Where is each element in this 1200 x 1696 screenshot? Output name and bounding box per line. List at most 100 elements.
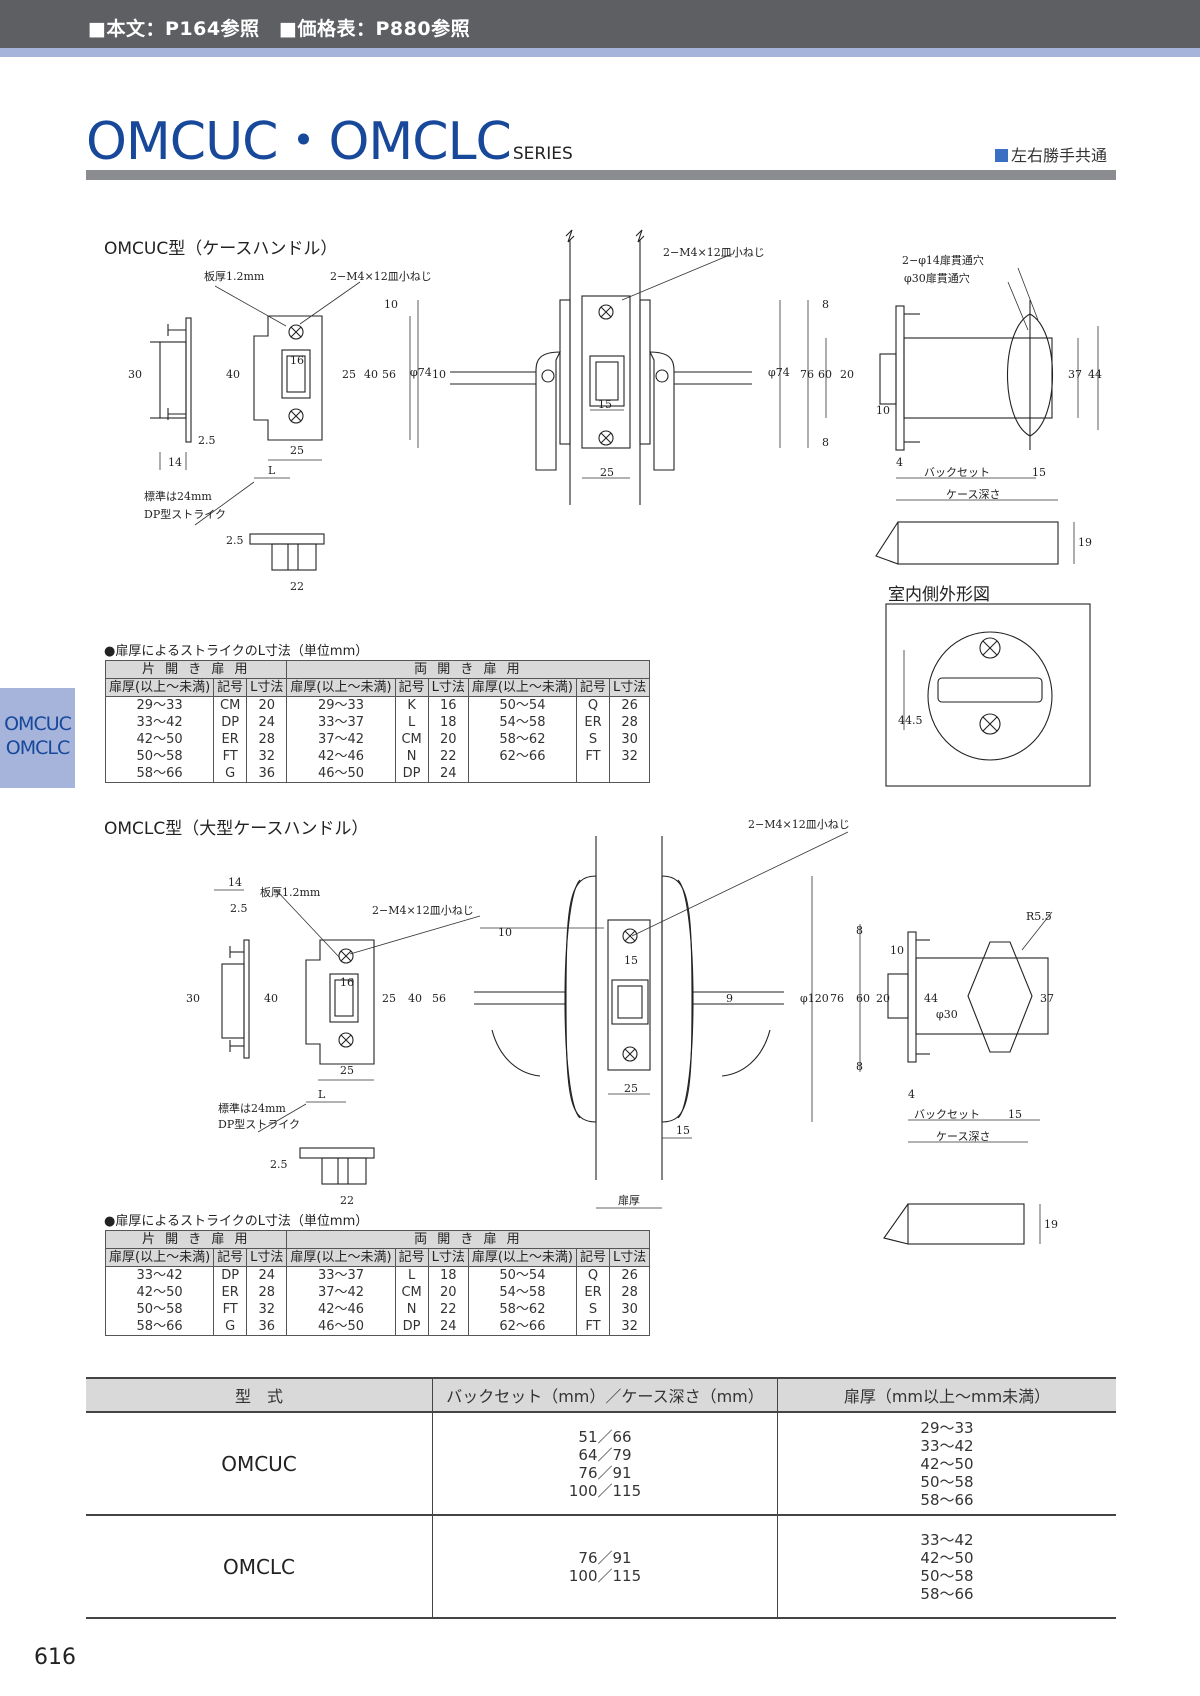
dim-backset: バックセット [914,1108,980,1121]
table-cell: 18 [427,714,469,731]
col-code: 記号 [394,678,429,697]
table-cell: 54〜58 [467,1284,578,1301]
table-cell: 62〜66 [467,748,578,765]
group-single: 片 開 き 扉 用 [104,1230,288,1249]
spec-thickness-value: 33〜42 [920,1530,974,1549]
dim-phi120: φ120 [800,992,829,1005]
table-cell: L [394,1266,429,1284]
dim-9: 9 [726,992,733,1005]
table-cell: 46〜50 [286,1318,396,1336]
omcuc-latch-side-view [150,317,192,443]
spec-backset-value: 76／91 [578,1463,632,1482]
omcuc-handle-front-view [450,229,752,505]
col-thickness: 扉厚(以上〜未満) [286,678,396,697]
dim-10: 10 [498,926,512,939]
dim-phi74-right: φ74 [768,366,790,379]
table-cell: 24 [427,1318,469,1336]
table-cell: 20 [427,731,469,748]
omclc-table-caption: ●扉厚によるストライクのL寸法（単位mm） [104,1214,369,1229]
dim-25: 25 [382,992,396,1005]
table-cell: 29〜33 [286,696,396,714]
table-cell: 22 [427,748,469,765]
table-cell: 32 [246,1301,288,1318]
col-thickness: 扉厚(以上〜未満) [467,678,578,697]
omcuc-dimension-labels: 板厚1.2mm 2−M4×12皿小ねじ 2−M4×12皿小ねじ 2−φ14扉貫通… [128,246,1102,727]
dim-14: 14 [168,456,182,469]
table-cell: 42〜50 [104,1284,215,1301]
omcuc-interior-outline [885,603,1091,787]
dim-16: 16 [290,354,304,367]
dim-8b: 8 [856,1060,863,1073]
table-cell: DP [213,714,248,731]
omcuc-top-view [875,521,1059,565]
header-reference-text: ■本文：P164参照 ■価格表：P880参照 [88,18,471,40]
dim-15b: 15 [676,1124,690,1137]
group-double: 両 開 き 扉 用 [286,1230,651,1249]
dim-phi74: φ74 [410,366,432,379]
group-double: 両 開 き 扉 用 [286,660,651,679]
table-cell: 20 [246,696,288,714]
dim-44: 44 [924,992,938,1005]
omclc-handle-front-view [474,836,784,1180]
table-cell: 33〜42 [104,714,215,731]
dim-standard: 標準は24mm [218,1101,286,1115]
dim-screw-handle: 2−M4×12皿小ねじ [748,818,850,831]
spec-thickness-value: 58〜66 [920,1490,974,1509]
table-cell: 58〜62 [467,731,578,748]
dim-15: 15 [598,398,612,411]
table-cell: Q [575,1266,611,1284]
table-cell: N [394,748,429,765]
spec-col-thickness: 扉厚（mm以上〜mm未満） [777,1377,1116,1413]
table-cell: 24 [427,765,469,783]
dim-60: 60 [818,368,832,381]
table-cell: FT [575,748,611,765]
omclc-top-view [883,1203,1025,1245]
table-cell: ER [575,714,611,731]
dim-44-5: 44.5 [898,714,923,727]
col-code: 記号 [394,1248,429,1267]
dim-25b: 25 [600,466,614,479]
handing-note-text: 左右勝手共通 [1011,146,1108,165]
dim-56: 56 [432,992,446,1005]
table-cell: 58〜66 [104,765,215,783]
table-cell [575,765,611,783]
col-l: L寸法 [609,1248,651,1267]
table-cell: K [394,696,429,714]
table-cell: 50〜54 [467,1266,578,1284]
col-thickness: 扉厚(以上〜未満) [104,678,215,697]
col-l: L寸法 [427,1248,469,1267]
table-cell: N [394,1301,429,1318]
dim-case-depth: ケース深さ [946,488,1000,501]
header-accent-line [0,48,1200,57]
dim-10b: 10 [432,368,446,381]
omcuc-section-label: OMCUC型（ケースハンドル） [104,239,338,259]
dim-25b: 25 [340,1064,354,1077]
col-l: L寸法 [246,678,288,697]
col-thickness: 扉厚(以上〜未満) [467,1248,578,1267]
spec-thickness-value: 42〜50 [920,1454,974,1473]
dim-76: 76 [830,992,844,1005]
omcuc-dp-strike [249,533,325,571]
dim-L: L [318,1088,326,1101]
omclc-section-label: OMCLC型（大型ケースハンドル） [104,819,369,839]
table-cell: Q [575,696,611,714]
spec-backset-value: 64／79 [578,1445,632,1464]
table-cell [467,765,578,783]
omclc-dp-strike [299,1147,375,1185]
dim-10c: 10 [876,404,890,417]
table-cell: DP [394,765,429,783]
spec-thickness-value: 50〜58 [920,1566,974,1585]
col-code: 記号 [213,678,248,697]
omclc-side-profile [887,931,1049,1063]
dim-2-5: 2.5 [198,434,216,447]
table-cell: ER [213,731,248,748]
table-cell: FT [575,1318,611,1336]
header-bar [0,0,1200,48]
omclc-strike-table: 片 開 き 扉 用 両 開 き 扉 用 扉厚(以上〜未満) 記号 L寸法 扉厚(… [104,1230,651,1336]
table-cell: G [213,765,248,783]
table-cell: 26 [609,696,651,714]
dimension-lines [159,253,1099,1244]
